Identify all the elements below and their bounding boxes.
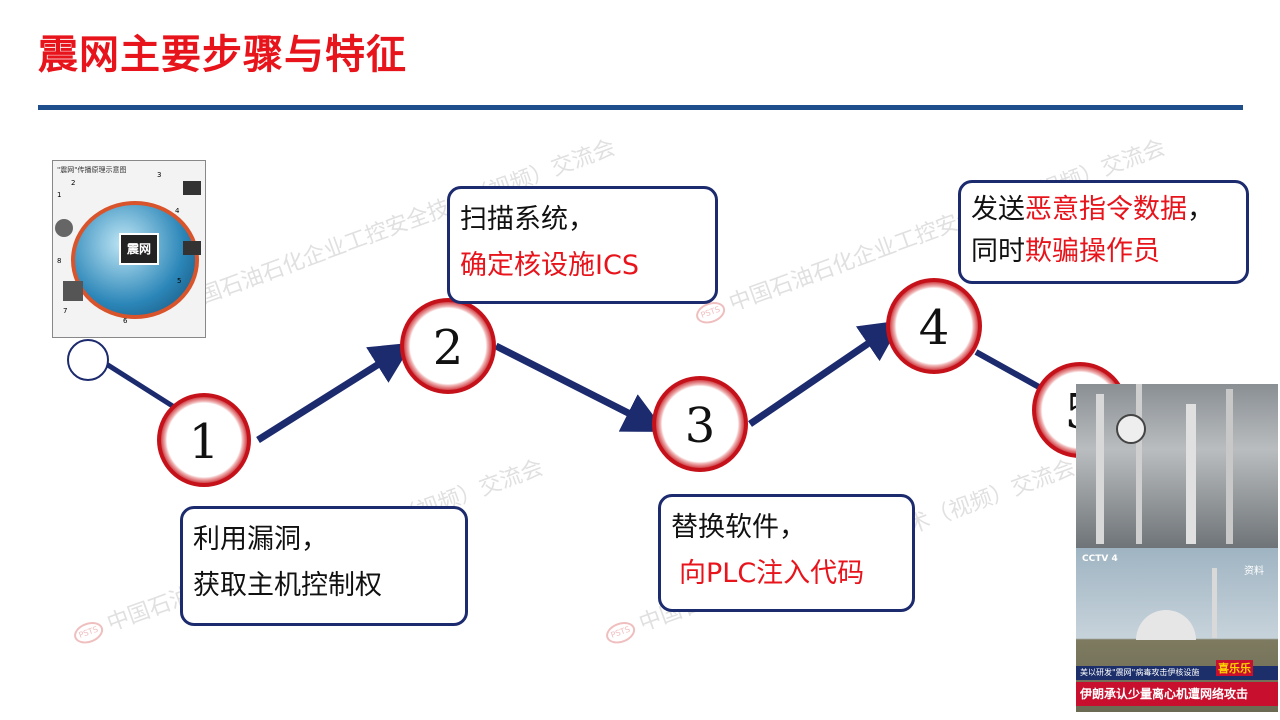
server-icon xyxy=(63,281,83,301)
connector-4-to-5 xyxy=(974,349,1050,395)
step-3-line-2: 向PLC注入代码 xyxy=(679,558,865,589)
step-2-description: 扫描系统， 确定核设施ICS xyxy=(447,186,718,304)
step-1-line-1: 利用漏洞， xyxy=(193,524,328,555)
step-2-line-2: 确定核设施ICS xyxy=(460,250,639,281)
computer-icon xyxy=(183,241,201,255)
step-number-2: 2 xyxy=(433,320,464,376)
step-1-line-2: 获取主机控制权 xyxy=(193,570,382,601)
reactor-site-photo: CCTV 4 资料 美以研发"震网"病毒攻击伊核设施 伊朗承认少量离心机遭网络攻… xyxy=(1076,548,1278,712)
stuxnet-propagation-diagram: "震网"传播原理示意图 震网 1 2 3 4 5 6 7 8 xyxy=(52,160,206,338)
pressure-gauge-icon xyxy=(1116,414,1146,444)
gear-icon xyxy=(55,219,73,237)
step-circle-3: 3 xyxy=(652,376,748,472)
computer-icon xyxy=(183,181,201,195)
nuclear-facility-photo: CCTV 4 资料 美以研发"震网"病毒攻击伊核设施 伊朗承认少量离心机遭网络攻… xyxy=(1076,384,1278,712)
start-node xyxy=(67,339,109,381)
step-number-3: 3 xyxy=(685,398,716,454)
step-3-line-1: 替换软件， xyxy=(671,512,806,543)
step-circle-4: 4 xyxy=(886,278,982,374)
connector-start xyxy=(98,357,184,415)
step-4-line-2: 同时欺骗操作员 xyxy=(971,236,1160,267)
title-divider xyxy=(38,105,1243,110)
arrow-2-to-3 xyxy=(494,342,666,432)
step-number-4: 4 xyxy=(919,300,950,356)
page-title: 震网主要步骤与特征 xyxy=(38,32,407,78)
step-1-description: 利用漏洞， 获取主机控制权 xyxy=(180,506,468,626)
centrifuge-hall-photo xyxy=(1076,384,1278,548)
step-4-description: 发送恶意指令数据， 同时欺骗操作员 xyxy=(958,180,1249,284)
step-circle-1: 1 xyxy=(157,393,251,487)
arrow-3-to-4 xyxy=(748,320,903,427)
step-2-line-1: 扫描系统， xyxy=(460,204,595,235)
step-number-1: 1 xyxy=(189,414,220,470)
step-circle-2: 2 xyxy=(400,298,496,394)
step-3-description: 替换软件， 向PLC注入代码 xyxy=(658,494,915,612)
step-4-line-1: 发送恶意指令数据， xyxy=(971,194,1214,225)
arrow-1-to-2 xyxy=(256,342,413,443)
